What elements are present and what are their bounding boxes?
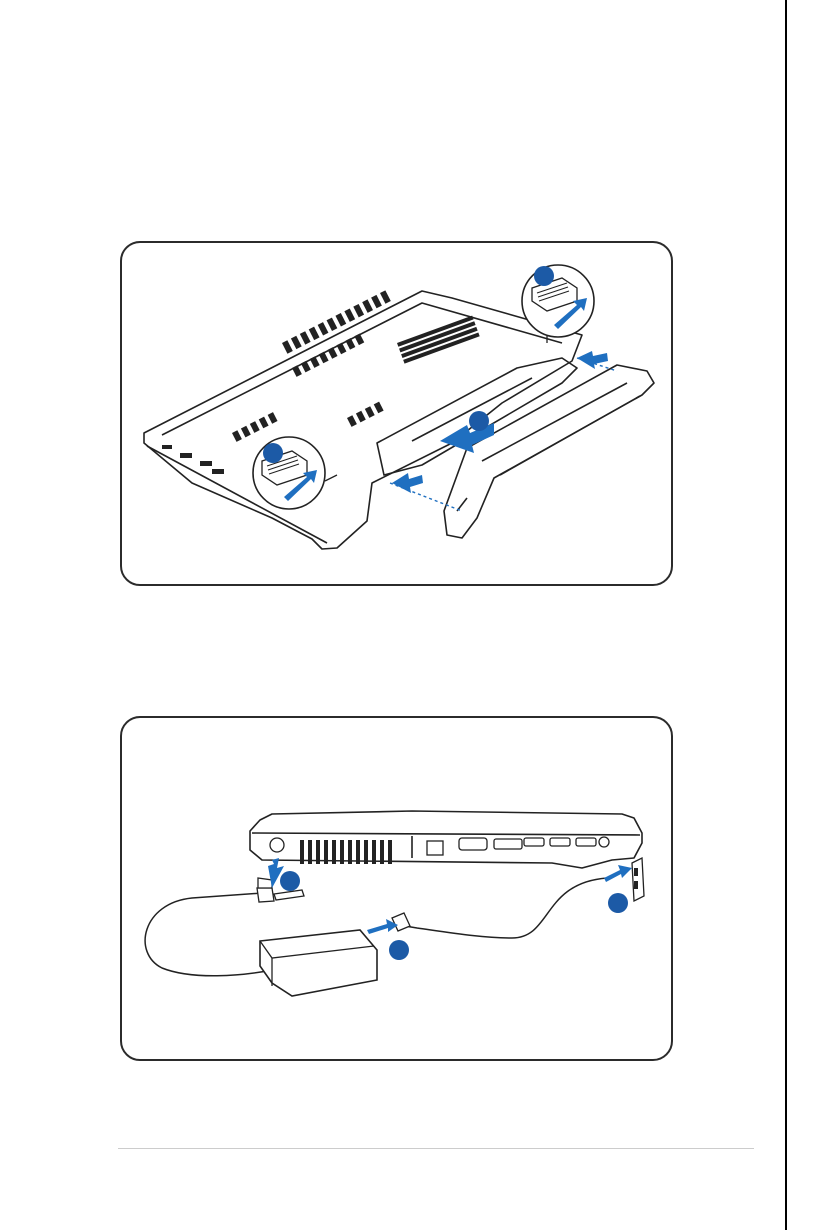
hdmi-port (494, 839, 522, 849)
small-arrow-icon (577, 351, 608, 369)
dc-in-port (270, 838, 284, 852)
side-ports (270, 837, 609, 855)
callout-marker (280, 871, 300, 891)
usb-port (524, 838, 544, 846)
usb-port (576, 838, 596, 846)
battery-installation-illustration (122, 243, 673, 586)
insert-arrows (392, 351, 608, 493)
callout-marker (263, 443, 283, 463)
audio-jack (599, 837, 609, 847)
callout-marker (608, 893, 628, 913)
vent-grilles (232, 290, 480, 442)
power-adapter-figure (120, 716, 673, 1061)
connection-arrows (268, 858, 632, 934)
page-edge-line (785, 0, 787, 1230)
power-adapter-illustration (122, 718, 673, 1061)
usb-port (550, 838, 570, 846)
lower-lock-detail (253, 437, 337, 509)
power-adapter-brick (260, 930, 377, 996)
upper-lock-detail (522, 265, 594, 343)
small-arrow-icon (392, 473, 423, 493)
callout-marker (389, 940, 409, 960)
ac-plug (392, 913, 410, 931)
wall-outlet (632, 858, 644, 901)
battery-installation-figure (120, 241, 673, 586)
callout-marker (469, 411, 489, 431)
footer-rule (118, 1148, 754, 1149)
callout-marker (534, 266, 554, 286)
lan-port (427, 841, 443, 855)
vga-port (459, 838, 487, 850)
outlet-arrow-icon (604, 865, 632, 882)
